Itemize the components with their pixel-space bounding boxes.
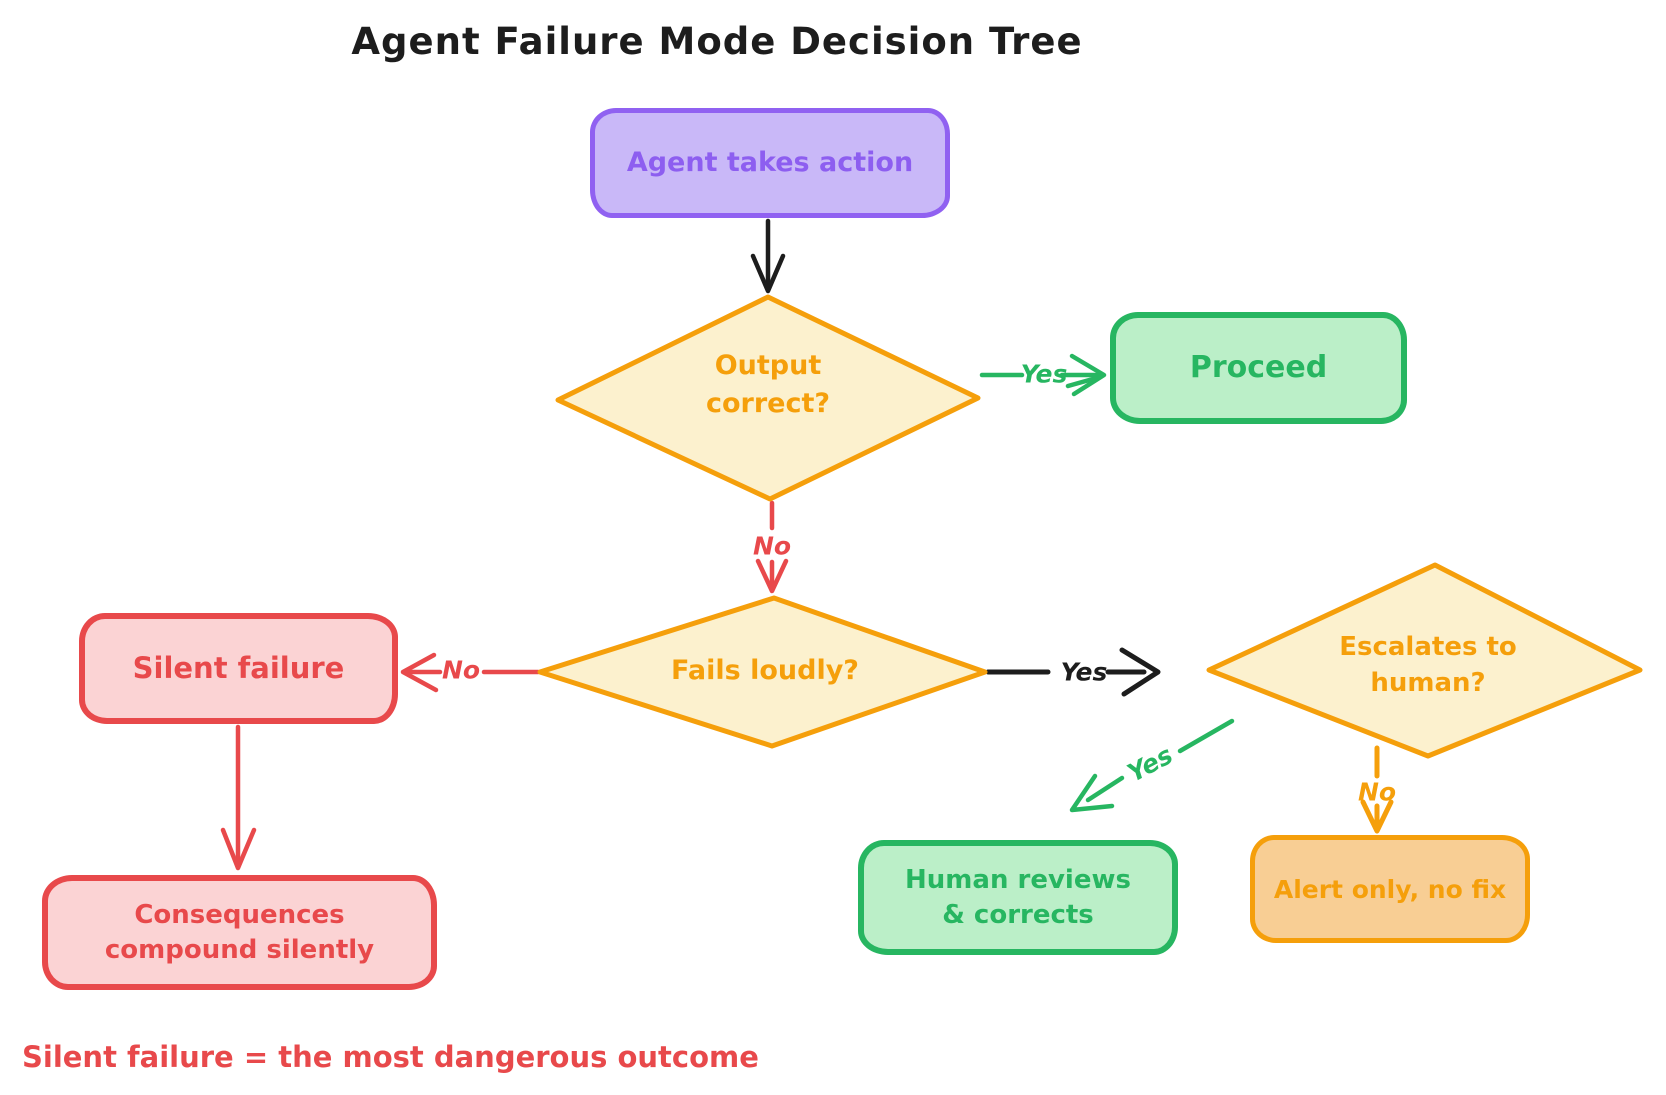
edge-label-output-yes: Yes: [1020, 359, 1068, 389]
node-human-reviews: Human reviews & corrects: [858, 840, 1178, 955]
edge-fails-yes-arrow: [985, 647, 1161, 697]
decision-output-correct-shape: [555, 294, 981, 502]
decision-fails-loudly-shape: [537, 595, 988, 749]
edge-silent-to-consequences-arrow: [220, 724, 257, 871]
footnote-text: Silent failure = the most dangerous outc…: [22, 1040, 759, 1074]
node-silent-failure: Silent failure: [79, 613, 398, 724]
edge-label-output-no: No: [752, 531, 792, 561]
node-consequences-compound-label: Consequences compound silently: [104, 900, 375, 965]
decision-output-correct-label: Output correct?: [705, 350, 831, 419]
edge-output-no-arrow: [755, 500, 789, 594]
edge-start-to-output-arrow: [750, 218, 786, 294]
node-agent-takes-action: Agent takes action: [590, 108, 950, 218]
decision-escalates-label: Escalates to human?: [1339, 631, 1517, 698]
node-proceed-label: Proceed: [1189, 350, 1328, 386]
node-human-reviews-label: Human reviews & corrects: [905, 865, 1131, 930]
diagram-title: Agent Failure Mode Decision Tree: [351, 20, 1083, 63]
node-agent-takes-action-label: Agent takes action: [626, 147, 914, 179]
edge-escalates-no-arrow: [1360, 745, 1394, 834]
decision-escalates-shape: [1206, 562, 1643, 759]
edge-label-escalates-no: No: [1357, 777, 1397, 807]
edge-output-yes-arrow: [979, 353, 1107, 397]
node-consequences-compound: Consequences compound silently: [42, 875, 437, 990]
decision-fails-loudly-label: Fails loudly?: [671, 655, 859, 687]
node-silent-failure-label: Silent failure: [132, 651, 345, 686]
node-alert-only-label: Alert only, no fix: [1273, 874, 1507, 904]
node-proceed: Proceed: [1110, 312, 1407, 424]
edge-label-fails-no: No: [441, 655, 481, 685]
edge-fails-no-arrow: [400, 652, 541, 693]
edge-escalates-yes-arrow: [1069, 718, 1235, 813]
edge-label-fails-yes: Yes: [1060, 657, 1108, 687]
node-alert-only: Alert only, no fix: [1250, 835, 1530, 943]
